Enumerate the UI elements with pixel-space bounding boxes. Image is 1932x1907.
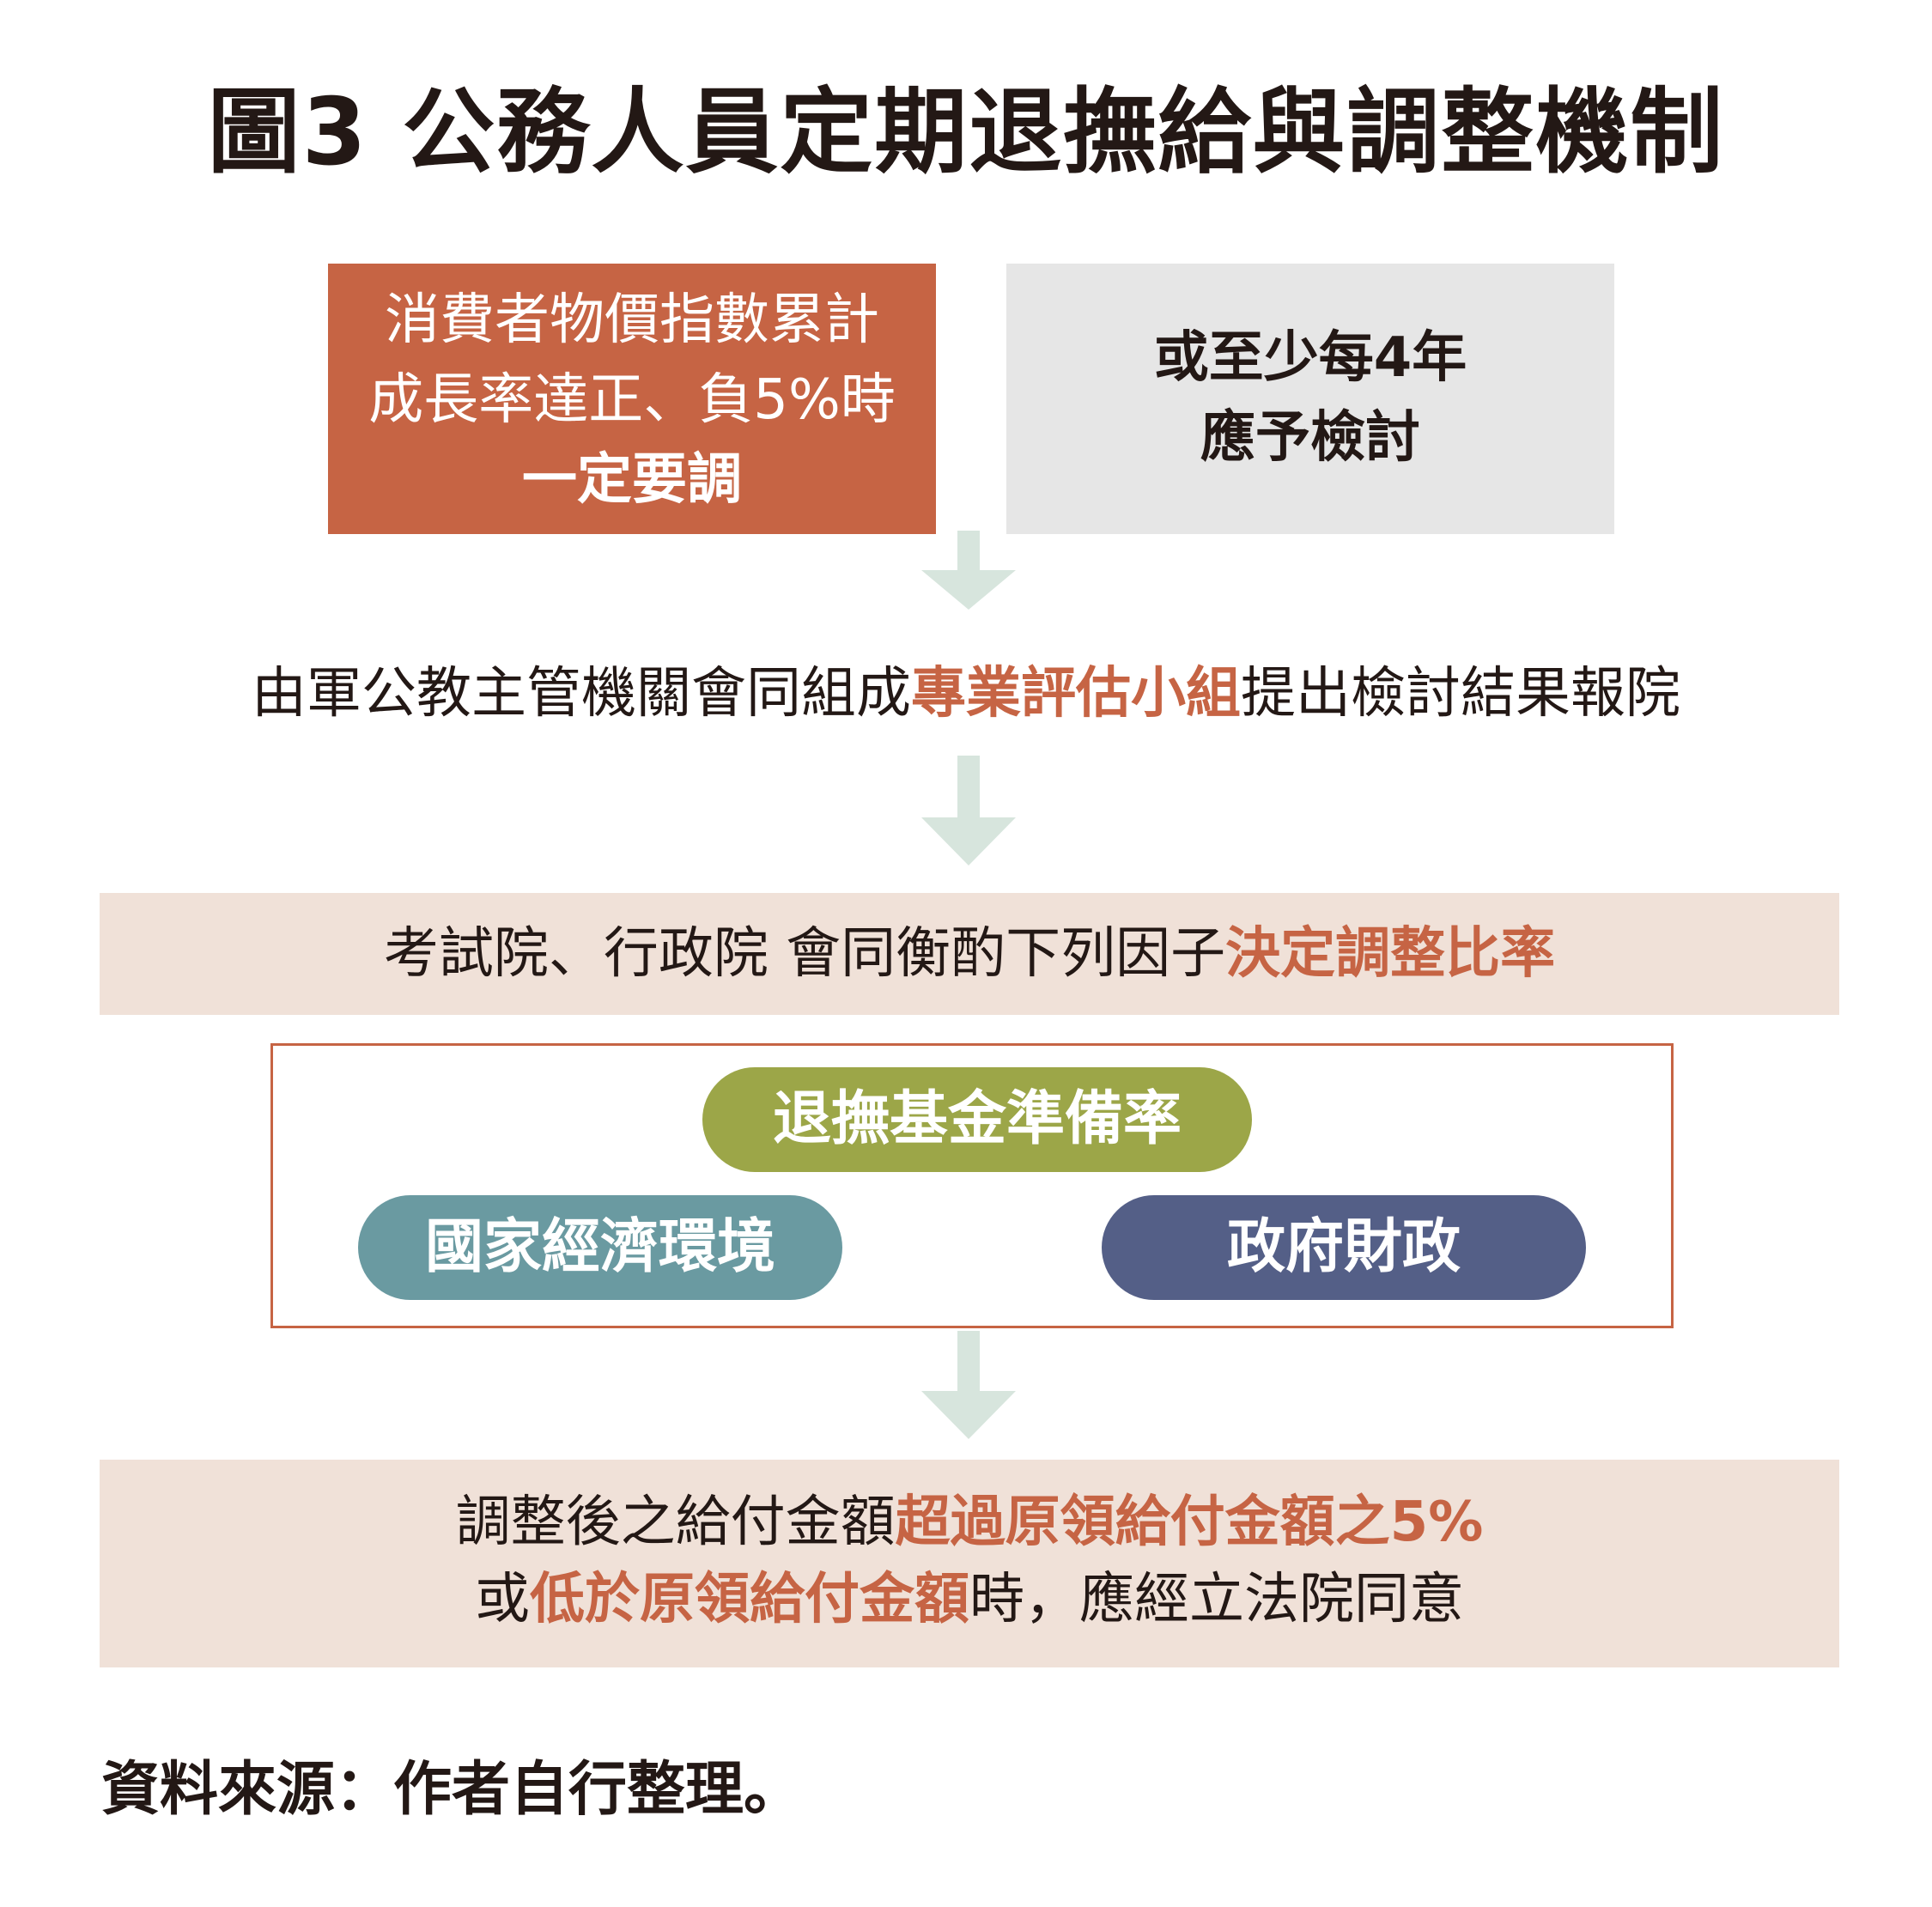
economy-pill: 國家經濟環境 [358, 1195, 842, 1300]
decide-rate-band: 考試院、行政院 會同衡酌下列因子決定調整比率 [100, 893, 1839, 1015]
evaluation-panel-suffix: 提出檢討結果報院 [1241, 662, 1680, 726]
fund-reserve-pill: 退撫基金準備率 [702, 1067, 1252, 1172]
evaluation-panel-prefix: 由軍公教主管機關會同組成 [252, 662, 911, 726]
decide-rate-prefix: 考試院、行政院 會同衡酌下列因子 [383, 922, 1226, 986]
legislature-line-2-prefix: 或 [475, 1568, 530, 1631]
flow-arrow-2 [921, 756, 1016, 865]
legislature-line-2-highlight: 低於原領給付金額 [530, 1568, 969, 1631]
legislature-line-2: 或低於原領給付金額時，應經立法院同意 [100, 1561, 1839, 1638]
cpi-trigger-line-1: 消費者物價指數累計 [385, 288, 879, 352]
legislature-line-2-suffix: 時，應經立法院同意 [969, 1568, 1464, 1631]
legislature-consent-band: 調整後之給付金額超過原領給付金額之5% 或低於原領給付金額時，應經立法院同意 [100, 1460, 1839, 1667]
flow-arrow-3 [921, 1331, 1016, 1439]
periodic-review-box: 或至少每4年 應予檢討 [1006, 264, 1614, 534]
cpi-trigger-box: 消費者物價指數累計 成長率達正、負5%時 一定要調 [328, 264, 936, 534]
page-title: 圖3 公務人員定期退撫給與調整機制 [207, 79, 1725, 186]
source-note: 資料來源：作者自行整理。 [101, 1756, 803, 1824]
government-finance-pill: 政府財政 [1102, 1195, 1586, 1300]
decide-rate-highlight: 決定調整比率 [1225, 922, 1556, 986]
legislature-line-1-prefix: 調整後之給付金額 [455, 1491, 896, 1554]
periodic-review-line-1: 或至少每4年 [1153, 326, 1467, 390]
cpi-trigger-line-3: 一定要調 [522, 448, 742, 512]
legislature-line-1: 調整後之給付金額超過原領給付金額之5% [100, 1484, 1839, 1561]
evaluation-panel-step: 由軍公教主管機關會同組成專業評估小組提出檢討結果報院 [0, 659, 1932, 728]
cpi-trigger-line-2: 成長率達正、負5%時 [368, 368, 896, 432]
evaluation-panel-highlight: 專業評估小組 [911, 662, 1241, 726]
periodic-review-line-2: 應予檢討 [1200, 406, 1420, 470]
legislature-line-1-highlight: 超過原領給付金額之5% [895, 1491, 1484, 1554]
flow-arrow-1 [921, 531, 1016, 610]
